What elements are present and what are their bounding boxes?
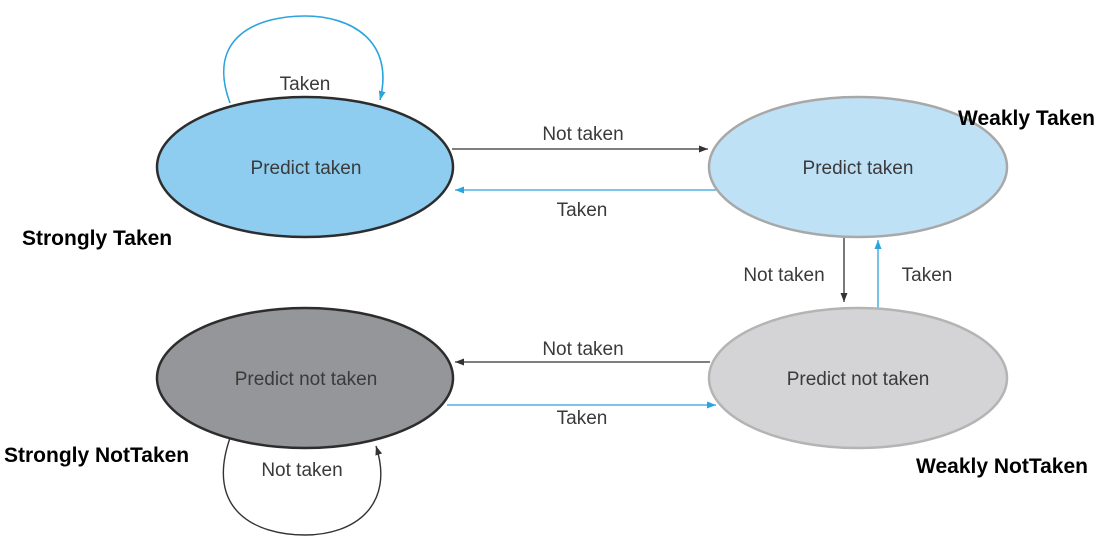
snt-to-wnt-label: Taken (557, 408, 608, 429)
state-weakly-taken: Predict taken (707, 95, 1009, 239)
self-loop-taken-arrow (223, 15, 386, 104)
caption-strongly-not-taken: Strongly NotTaken (4, 444, 189, 467)
state-weakly-taken-ellipse (707, 95, 1009, 239)
caption-strongly-taken: Strongly Taken (22, 227, 172, 250)
wt-to-wnt-label: Not taken (743, 265, 824, 286)
state-weakly-not-taken-label: Predict not taken (787, 369, 930, 390)
state-weakly-not-taken-ellipse (707, 306, 1009, 450)
wt-to-st-label: Taken (557, 200, 608, 221)
state-weakly-taken-label: Predict taken (803, 158, 914, 179)
state-weakly-not-taken: Predict not taken (707, 306, 1009, 450)
self-loop-not-taken-label: Not taken (261, 460, 342, 481)
state-strongly-not-taken: Predict not taken (155, 306, 455, 450)
state-strongly-not-taken-label: Predict not taken (235, 369, 378, 390)
caption-weakly-taken: Weakly Taken (958, 107, 1095, 130)
state-strongly-not-taken-ellipse (155, 306, 455, 450)
state-strongly-taken: Predict taken (155, 95, 455, 239)
wnt-to-wt-label: Taken (902, 265, 953, 286)
self-loop-not-taken-arrow (222, 437, 383, 536)
caption-weakly-not-taken: Weakly NotTaken (916, 455, 1088, 478)
self-loop-taken-label: Taken (280, 74, 331, 95)
state-strongly-taken-ellipse (155, 95, 455, 239)
wnt-to-snt-label: Not taken (542, 339, 623, 360)
st-to-wt-label: Not taken (542, 124, 623, 145)
state-strongly-taken-label: Predict taken (251, 158, 362, 179)
